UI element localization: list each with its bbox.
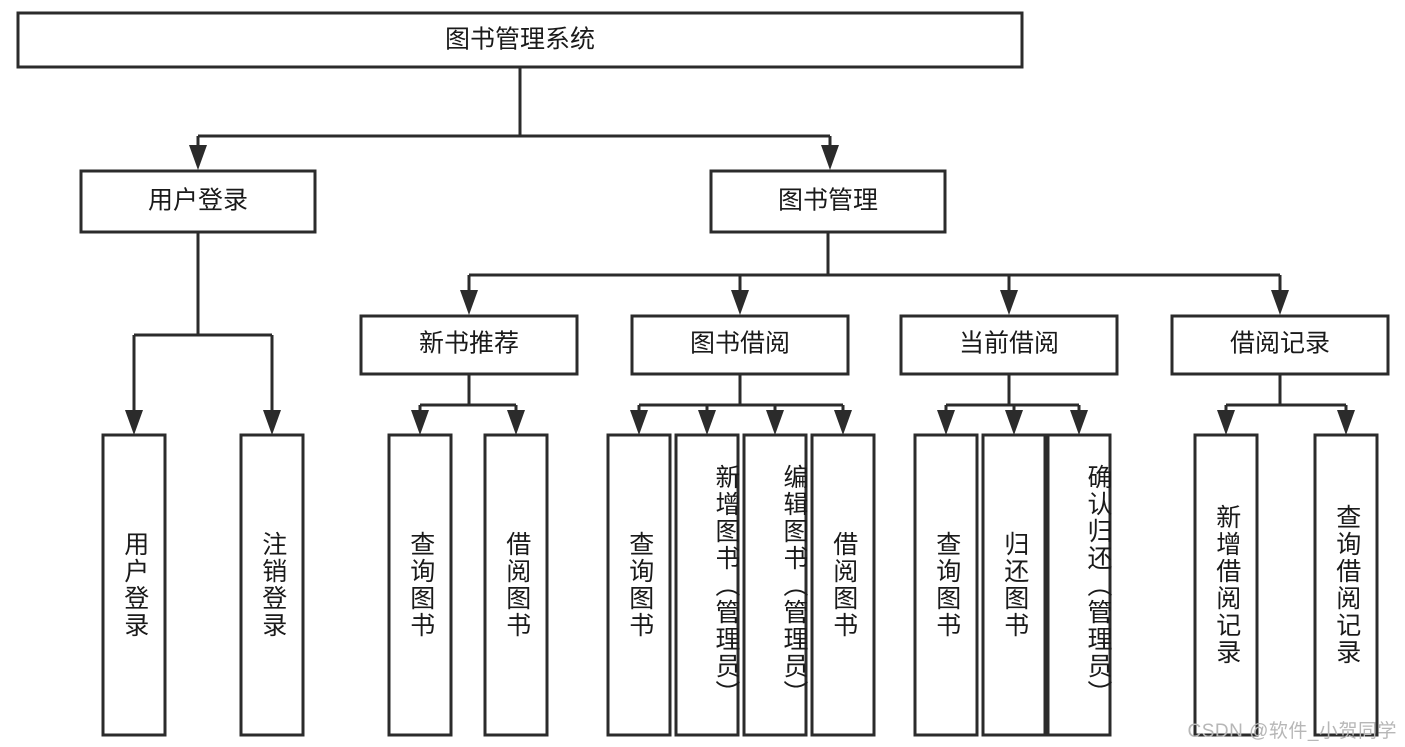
arrow-bb-3 — [766, 410, 784, 435]
book-borrow-box[interactable] — [630, 314, 850, 376]
leaf-label-new-book-2: 借阅图书 — [502, 531, 531, 639]
watermark-label: CSDN @软件_小贺同学 — [1187, 721, 1397, 742]
arrow-user-login — [189, 145, 207, 170]
arrow-cb-2 — [1005, 410, 1023, 435]
leaf-label-user-login-1: 用户登录 — [120, 531, 149, 639]
leaf-box-current-borrow-2[interactable] — [981, 433, 1047, 737]
arrow-leaf-u1 — [125, 410, 143, 435]
leaf-label-new-book-1: 查询图书 — [406, 531, 435, 639]
leaf-label-book-borrow-3: 编辑图书（管理员） — [780, 463, 808, 707]
connector-book-borrow-to-leaves — [630, 374, 852, 435]
leaf-box-user-login-1[interactable] — [101, 433, 167, 737]
user-login-label: 用户登录 — [148, 187, 248, 215]
leaf-box-book-borrow-4[interactable] — [810, 433, 876, 737]
arrow-l3-4 — [1271, 290, 1289, 315]
leaf-box-borrow-record-2[interactable] — [1313, 433, 1379, 737]
connector-borrow-record-to-leaves — [1217, 374, 1355, 435]
new-book-recommend-label: 新书推荐 — [419, 330, 519, 358]
node-root[interactable]: 图书管理系统 — [16, 11, 1024, 69]
arrow-cb-1 — [937, 410, 955, 435]
leaf-box-new-book-2[interactable] — [483, 433, 549, 737]
node-current-borrow[interactable]: 当前借阅 — [899, 314, 1119, 376]
node-book-borrow[interactable]: 图书借阅 — [630, 314, 850, 376]
arrow-l3-2 — [731, 290, 749, 315]
leaf-label-book-borrow-4: 借阅图书 — [829, 531, 858, 639]
node-borrow-record[interactable]: 借阅记录 — [1170, 314, 1390, 376]
arrow-bb-2 — [698, 410, 716, 435]
leaf-box-book-borrow-1[interactable] — [606, 433, 672, 737]
arrow-bb-1 — [630, 410, 648, 435]
node-new-book-recommend[interactable]: 新书推荐 — [359, 314, 579, 376]
arrow-l3-1 — [460, 290, 478, 315]
leaf-label-current-borrow-3: 确认归还（管理员） — [1084, 463, 1112, 707]
connector-user-login-to-leaves — [125, 232, 281, 435]
node-book-manage[interactable]: 图书管理 — [709, 169, 947, 234]
leaf-box-book-borrow-3[interactable] — [742, 433, 808, 737]
arrow-nbr-1 — [411, 410, 429, 435]
leaf-box-new-book-1[interactable] — [387, 433, 453, 737]
leaf-label-book-borrow-1: 查询图书 — [625, 531, 654, 639]
root-box[interactable] — [16, 11, 1024, 69]
book-manage-label: 图书管理 — [778, 187, 878, 215]
arrow-cb-3 — [1070, 410, 1088, 435]
arrow-br-1 — [1217, 410, 1235, 435]
arrow-nbr-2 — [507, 410, 525, 435]
arrow-l3-3 — [1000, 290, 1018, 315]
leaf-box-current-borrow-3[interactable] — [1046, 433, 1112, 737]
leaf-label-current-borrow-2: 归还图书 — [1000, 531, 1029, 639]
arrow-book-manage — [821, 145, 839, 170]
book-borrow-label: 图书借阅 — [690, 330, 790, 358]
current-borrow-box[interactable] — [899, 314, 1119, 376]
leaf-box-borrow-record-1[interactable] — [1193, 433, 1259, 737]
borrow-record-label: 借阅记录 — [1230, 330, 1330, 358]
leaf-label-user-login-2: 注销登录 — [258, 531, 287, 639]
connector-current-borrow-to-leaves — [937, 374, 1088, 435]
arrow-br-2 — [1337, 410, 1355, 435]
arrow-bb-4 — [834, 410, 852, 435]
new-book-recommend-box[interactable] — [359, 314, 579, 376]
connector-new-book-recommend-to-leaves — [411, 374, 525, 435]
root-label: 图书管理系统 — [445, 26, 595, 54]
leaf-label-borrow-record-1: 新增借阅记录 — [1212, 504, 1241, 666]
node-user-login[interactable]: 用户登录 — [79, 169, 317, 234]
leaf-label-current-borrow-1: 查询图书 — [932, 531, 961, 639]
leaf-box-book-borrow-2[interactable] — [674, 433, 740, 737]
leaf-label-book-borrow-2: 新增图书（管理员） — [712, 463, 740, 707]
arrow-leaf-u2 — [263, 410, 281, 435]
current-borrow-label: 当前借阅 — [959, 330, 1059, 358]
leaf-label-borrow-record-2: 查询借阅记录 — [1332, 504, 1361, 666]
connector-root-to-level2 — [189, 67, 839, 170]
connector-book-manage-to-level3 — [460, 232, 1289, 315]
leaf-box-current-borrow-1[interactable] — [913, 433, 979, 737]
leaf-box-user-login-2[interactable] — [239, 433, 305, 737]
